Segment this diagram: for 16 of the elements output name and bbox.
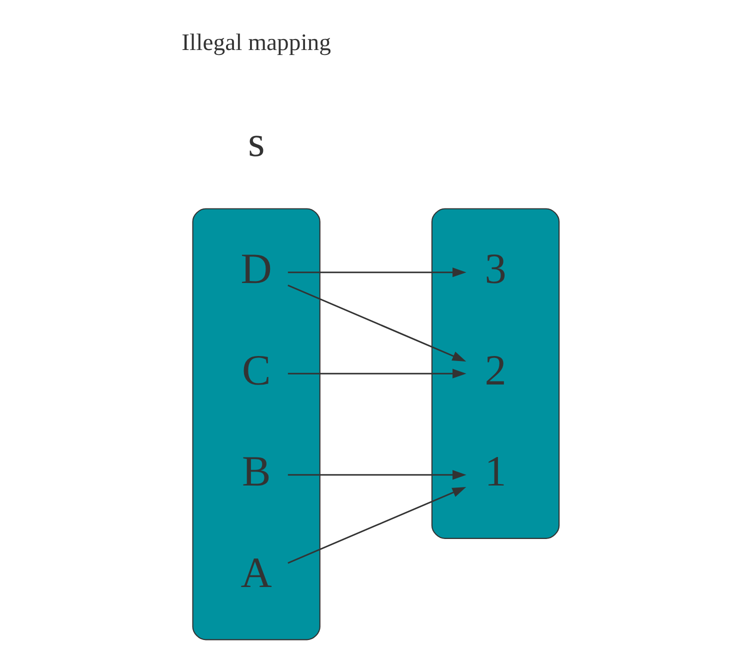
arrow [287, 470, 466, 480]
node-text: C [241, 347, 270, 394]
cluster [430, 208, 560, 539]
node-text: D [240, 246, 272, 294]
label: Illegal mapping [181, 30, 331, 56]
arrow [287, 268, 466, 278]
arrow [287, 486, 466, 564]
node-text: 1 [484, 448, 506, 496]
node-text: 2 [484, 347, 506, 394]
node-text: A [240, 550, 272, 597]
arrow [287, 368, 466, 378]
cluster [192, 208, 320, 640]
node-text: 3 [484, 246, 506, 294]
node-text: B [241, 448, 270, 496]
arrow [287, 284, 466, 362]
label: s [247, 118, 264, 166]
